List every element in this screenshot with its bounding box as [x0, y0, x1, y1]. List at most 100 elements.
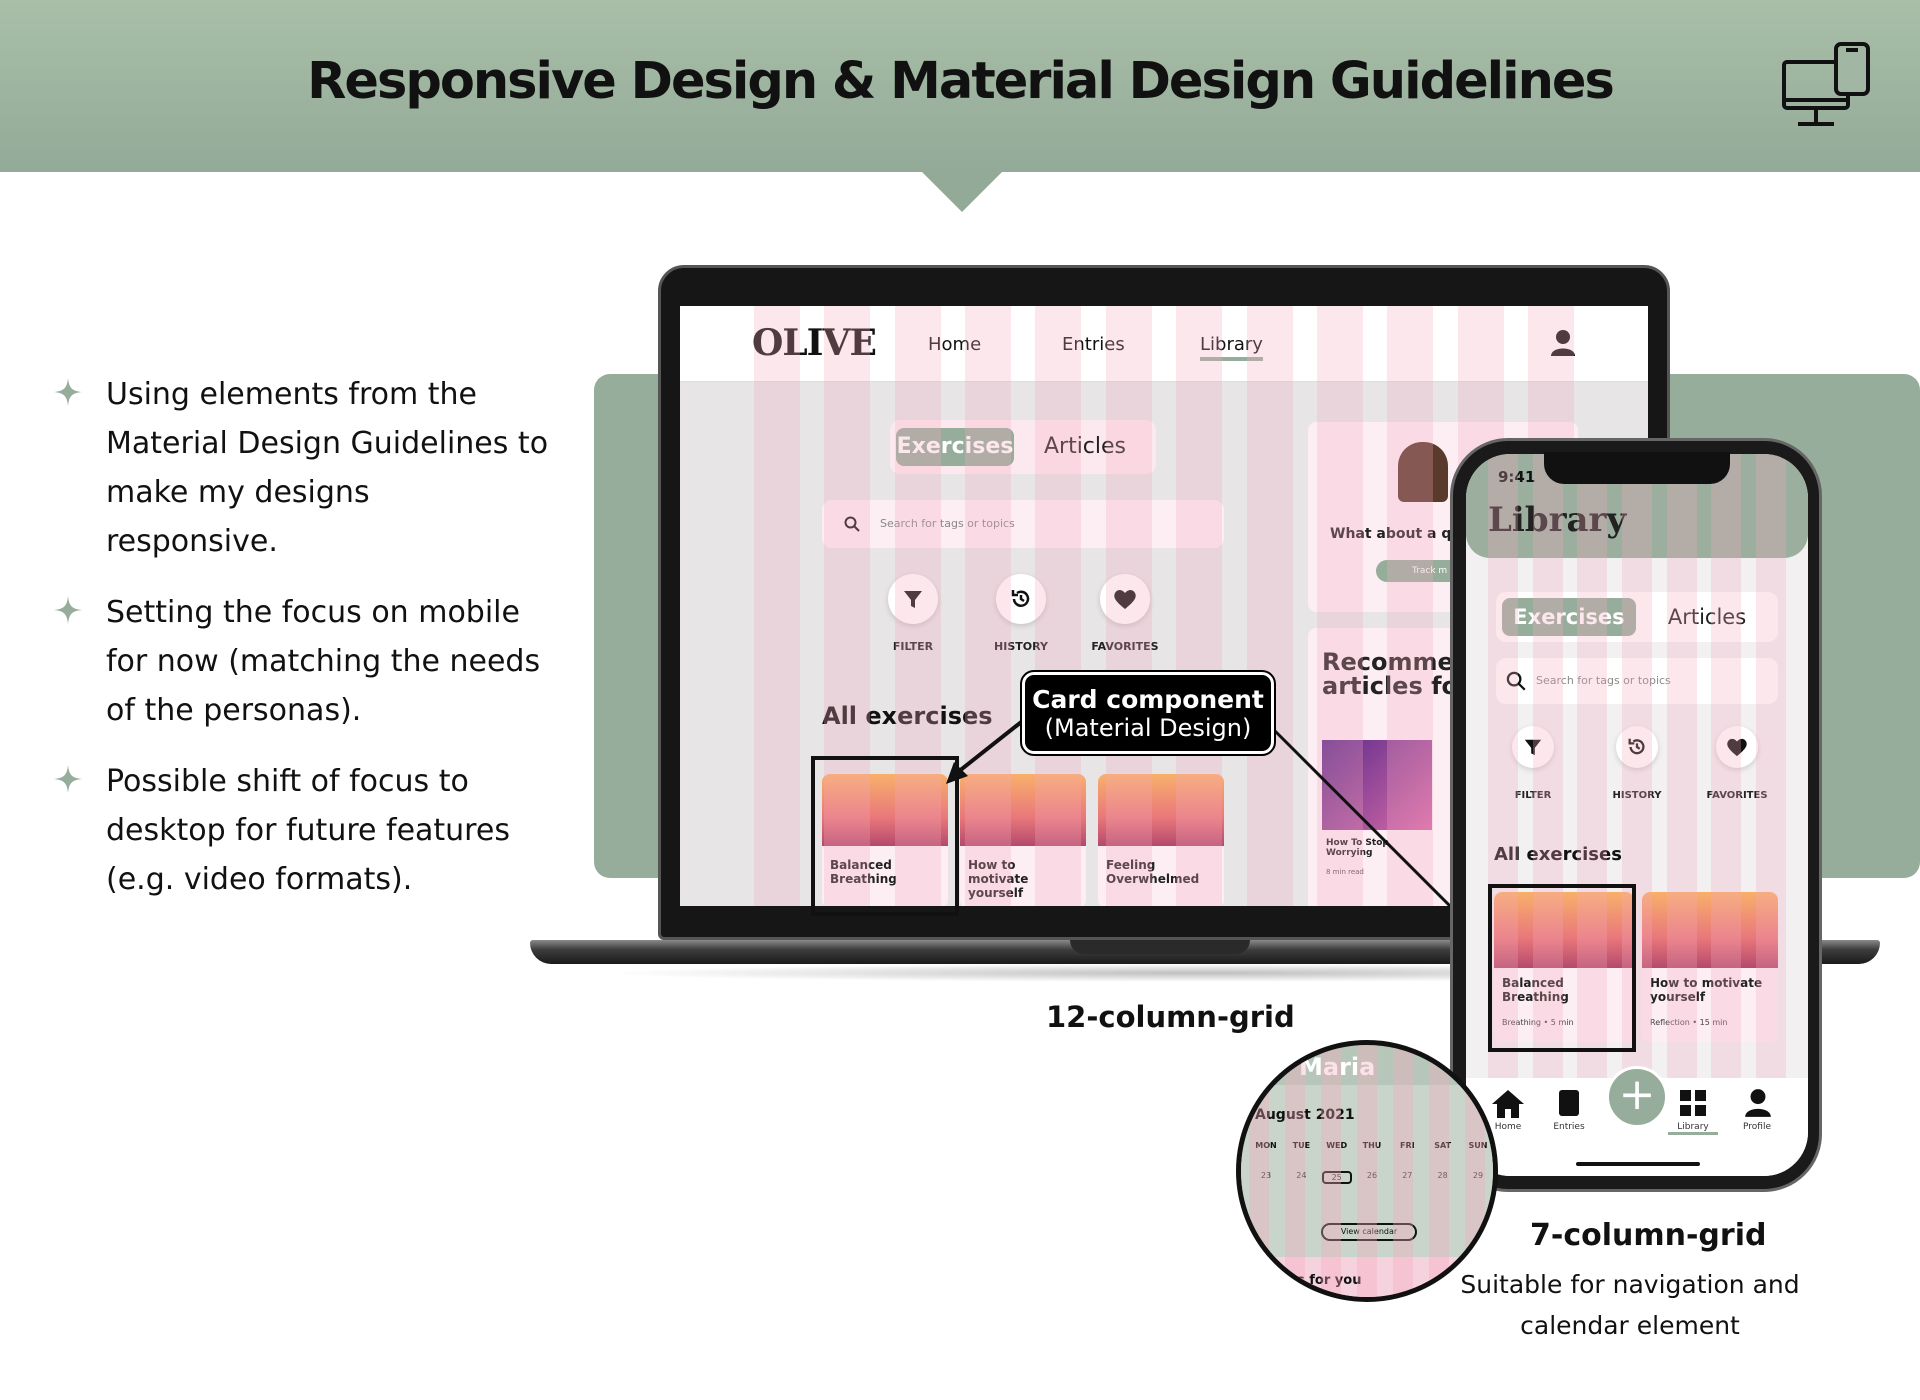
exercise-card[interactable]: Feeling Overwhelmed — [1098, 774, 1224, 906]
header-banner — [0, 0, 1920, 172]
mobile-section-title: All exercises — [1494, 844, 1622, 865]
tab-profile-label[interactable]: Profile — [1743, 1122, 1771, 1132]
calendar-day: FRI — [1400, 1141, 1415, 1150]
bullet-text: Using elements from the Material Design … — [106, 377, 549, 559]
mobile-history-button[interactable] — [1616, 726, 1658, 768]
mobile-exercise-card[interactable]: How to motivate yourself Reflection • 15… — [1642, 892, 1778, 1042]
calendar-day: THU — [1362, 1141, 1382, 1150]
calendar-dates-row: 23 24 25 26 27 28 29 — [1247, 1171, 1493, 1184]
devices-icon — [1782, 42, 1870, 126]
grid-7-subcaption-2: calendar element — [1520, 1311, 1740, 1340]
heart-icon — [1114, 590, 1136, 609]
card-image — [960, 774, 1086, 846]
brand-logo[interactable]: OLIVE — [752, 322, 877, 364]
tab-exercises[interactable]: Exercises — [896, 428, 1014, 466]
history-button[interactable] — [996, 574, 1046, 624]
favorites-label: FAVORITES — [1091, 640, 1159, 653]
mobile-favorites-label: FAVORITES — [1706, 790, 1768, 801]
calendar-date[interactable]: 26 — [1366, 1171, 1378, 1180]
banner-pointer — [920, 170, 1004, 212]
history-icon — [1628, 738, 1645, 755]
calendar-date[interactable]: 25 — [1321, 1171, 1352, 1184]
filter-icon — [904, 591, 922, 608]
search-input[interactable]: Search for tags or topics — [822, 500, 1224, 548]
bullet-text: Possible shift of focus to desktop for f… — [106, 764, 510, 897]
mobile-filter-label: FILTER — [1514, 790, 1552, 801]
tab-entries-label[interactable]: Entries — [1553, 1122, 1585, 1132]
card-title: How to motivate yourself — [968, 858, 1029, 900]
calendar-day: TUE — [1292, 1141, 1311, 1150]
history-label: HISTORY — [994, 640, 1048, 653]
filter-button[interactable] — [888, 574, 938, 624]
profile-icon[interactable] — [1742, 1086, 1774, 1120]
mobile-tab-exercises[interactable]: Exercises — [1502, 598, 1636, 636]
mobile-segment-control: Exercises Articles — [1496, 592, 1778, 642]
calendar-date[interactable]: 24 — [1296, 1171, 1307, 1180]
callout-title: Card component — [1032, 685, 1264, 714]
tab-articles[interactable]: Articles — [1043, 434, 1127, 459]
entries-icon[interactable] — [1556, 1088, 1582, 1118]
nav-library[interactable]: Library — [1200, 334, 1263, 361]
tab-home-label[interactable]: Home — [1494, 1122, 1522, 1132]
magnifier-footer: s for you — [1297, 1273, 1362, 1288]
mobile-exercise-card[interactable]: Balanced Breathing Breathing • 5 min — [1494, 892, 1634, 1042]
mobile-tab-articles[interactable]: Articles — [1667, 605, 1747, 629]
user-icon[interactable] — [1548, 328, 1578, 358]
mobile-search-input[interactable]: Search for tags or topics — [1496, 658, 1778, 704]
calendar-date[interactable]: 28 — [1437, 1171, 1448, 1180]
status-time: 9:41 — [1498, 468, 1536, 486]
connector-line — [1272, 728, 1478, 934]
sparkle-icon — [54, 596, 82, 624]
card-title: How to motivate yourself — [1650, 976, 1763, 1004]
card-image — [1642, 892, 1778, 968]
illustration-person — [1398, 442, 1448, 502]
phone-notch — [1544, 452, 1730, 484]
grid-7-subcaption-1: Suitable for navigation and — [1460, 1270, 1800, 1299]
grid-7-caption: 7-column-grid — [1530, 1218, 1767, 1253]
library-icon[interactable] — [1678, 1088, 1708, 1118]
history-icon — [1011, 590, 1030, 607]
favorites-button[interactable] — [1100, 574, 1150, 624]
bullet-item: Setting the focus on mobile for now (mat… — [50, 588, 550, 735]
home-indicator — [1576, 1162, 1700, 1166]
calendar-day: SUN — [1468, 1141, 1488, 1150]
card-image — [822, 774, 948, 846]
magnifier-footer-panel — [1241, 1257, 1493, 1297]
mobile-history-label: HISTORY — [1612, 790, 1662, 801]
section-title: All exercises — [822, 702, 993, 730]
calendar-date[interactable]: 23 — [1260, 1171, 1272, 1180]
search-icon — [1506, 671, 1526, 691]
article-title[interactable]: How To Stop Worrying — [1326, 838, 1389, 858]
add-entry-button[interactable]: + — [1606, 1066, 1668, 1128]
desktop-navbar: OLIVE Home Entries Library — [680, 306, 1648, 382]
card-title: Balanced Breathing — [830, 858, 897, 886]
calendar-date[interactable]: 27 — [1402, 1171, 1413, 1180]
exercise-card[interactable]: How to motivate yourself — [960, 774, 1086, 906]
mobile-favorites-button[interactable] — [1716, 726, 1758, 768]
mobile-card-highlight — [1488, 884, 1636, 1052]
card-title: Feeling Overwhelmed — [1106, 858, 1200, 886]
card-meta: Breathing • 5 min — [1502, 1018, 1574, 1027]
callout-subtitle: (Material Design) — [1044, 714, 1252, 742]
calendar-day: MON — [1255, 1141, 1277, 1150]
mobile-header: 9:41 Library — [1466, 454, 1808, 558]
bullet-item: Using elements from the Material Design … — [50, 370, 550, 566]
bullet-text: Setting the focus on mobile for now (mat… — [106, 595, 541, 728]
tab-library-label[interactable]: Library — [1668, 1122, 1718, 1135]
card-highlight — [811, 756, 959, 916]
card-meta: Reflection • 15 min — [1650, 1018, 1728, 1027]
calendar-date[interactable]: 29 — [1472, 1171, 1484, 1180]
search-icon — [844, 516, 860, 532]
nav-entries[interactable]: Entries — [1062, 334, 1125, 355]
bullet-list: Using elements from the Material Design … — [50, 370, 550, 926]
card-image — [1494, 892, 1634, 968]
exercise-card[interactable]: Balanced Breathing — [822, 774, 948, 906]
magnifier-name: Maria — [1299, 1053, 1376, 1081]
mobile-filter-button[interactable] — [1512, 726, 1554, 768]
segment-control: Exercises Articles — [890, 420, 1156, 474]
home-icon[interactable] — [1490, 1088, 1526, 1120]
view-calendar-button[interactable]: View calendar — [1321, 1223, 1417, 1241]
calendar-day: SAT — [1434, 1141, 1452, 1150]
nav-home[interactable]: Home — [928, 334, 982, 355]
